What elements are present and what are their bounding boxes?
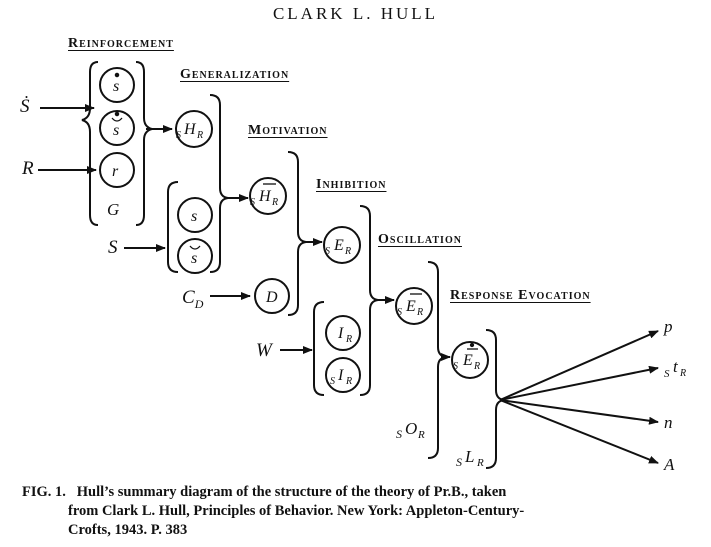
node-s-breve-dot-label: s bbox=[113, 122, 119, 139]
input-cd: CD bbox=[182, 287, 203, 312]
output-str-prefix: S bbox=[664, 368, 670, 380]
side-sor-label: O bbox=[405, 419, 417, 438]
caption-line-1: Hull’s summary diagram of the structure … bbox=[76, 484, 507, 500]
node-ser-bar-circle bbox=[395, 287, 433, 325]
node-sir-label: I bbox=[337, 367, 344, 384]
node-ser-label: E bbox=[333, 237, 344, 254]
node-s-breve-dot-mark bbox=[114, 111, 120, 117]
stage-oscillation: Oscillation bbox=[378, 232, 462, 247]
output-str-subscript: R bbox=[679, 368, 686, 379]
caption-prefix: FIG. 1. bbox=[22, 484, 66, 500]
output-p: p bbox=[663, 317, 673, 336]
caption-line-3: Crofts, 1943. P. 383 bbox=[68, 522, 188, 538]
side-slr-subscript: R bbox=[476, 457, 484, 469]
arrow-to-a bbox=[499, 399, 659, 464]
node-ser-bar-dot-subscript: R bbox=[473, 361, 480, 372]
node-ir-label: I bbox=[337, 325, 344, 342]
brace-motivation bbox=[287, 151, 307, 316]
stage-inhibition: Inhibition bbox=[316, 177, 387, 192]
node-ser-subscript: R bbox=[344, 246, 351, 257]
node-r-circle bbox=[99, 152, 135, 188]
node-ser-bar-prefix: S bbox=[397, 307, 402, 318]
node-ir-circle bbox=[325, 315, 361, 351]
node-ser-bar-subscript: R bbox=[416, 307, 423, 318]
side-sor-subscript: R bbox=[417, 429, 425, 441]
output-n: n bbox=[664, 413, 673, 432]
brace-s-pair-left bbox=[167, 181, 179, 273]
node-ser-bar-dot-mark bbox=[469, 342, 475, 348]
input-g: G bbox=[107, 200, 120, 219]
input-r: R bbox=[22, 158, 34, 179]
page-header: CLARK L. HULL bbox=[272, 4, 439, 23]
brace-reinforcement-right bbox=[135, 61, 153, 226]
node-shr-bar-prefix: S bbox=[250, 197, 255, 208]
node-s-breve-dot-breve bbox=[111, 117, 123, 122]
node-s-breve-dot-circle bbox=[99, 110, 135, 146]
side-slr-label: L bbox=[464, 447, 474, 466]
node-s-dot-label: s bbox=[113, 78, 119, 95]
input-w: W bbox=[256, 340, 272, 361]
node-shr-prefix: S bbox=[176, 130, 181, 141]
node-s-circle bbox=[177, 197, 213, 233]
node-sir-subscript: R bbox=[345, 376, 352, 387]
brace-generalization bbox=[209, 94, 229, 273]
stage-generalization: Generalization bbox=[180, 67, 290, 82]
node-s-dot-circle bbox=[99, 67, 135, 103]
arrow-to-p bbox=[499, 330, 659, 401]
output-str: t bbox=[673, 357, 679, 376]
stage-motivation: Motivation bbox=[248, 123, 328, 138]
input-cd-letter: C bbox=[182, 287, 195, 308]
node-shr-bar-circle bbox=[249, 177, 287, 215]
node-ser-bar-label: E bbox=[405, 298, 416, 315]
node-shr-bar-label: H bbox=[258, 188, 272, 205]
node-d-circle bbox=[254, 278, 290, 314]
node-shr-label: H bbox=[183, 121, 197, 138]
input-s-dot: Ṡ bbox=[20, 96, 30, 117]
side-sor-prefix: S bbox=[396, 427, 402, 441]
node-ser-bar-dot-label: E bbox=[462, 352, 473, 369]
node-s-breve-breve bbox=[189, 245, 201, 250]
input-cd-subscript: D bbox=[194, 296, 204, 311]
node-ser-bar-dot-prefix: S bbox=[453, 361, 458, 372]
figure-caption: FIG. 1. Hull’s summary diagram of the st… bbox=[22, 483, 702, 540]
stage-response-evocation: Response Evocation bbox=[450, 288, 591, 303]
node-ser-prefix: S bbox=[325, 246, 330, 257]
node-ser-circle bbox=[323, 226, 361, 264]
node-d-label: D bbox=[265, 289, 278, 306]
side-slr-prefix: S bbox=[456, 455, 462, 469]
node-s-dot-mark bbox=[114, 72, 120, 78]
arrow-to-str bbox=[499, 365, 659, 401]
input-s: S bbox=[108, 237, 118, 258]
brace-oscillation bbox=[427, 261, 447, 459]
node-ser-bar-dot-circle bbox=[451, 341, 489, 379]
node-s-breve-label: s bbox=[191, 250, 197, 267]
node-shr-circle bbox=[175, 110, 213, 148]
brace-reinforcement-left bbox=[81, 61, 99, 226]
node-shr-subscript: R bbox=[196, 130, 203, 141]
node-ir-subscript: R bbox=[345, 334, 352, 345]
brace-ir-pair-left bbox=[313, 301, 325, 396]
stage-reinforcement: Reinforcement bbox=[68, 36, 174, 51]
output-a: A bbox=[663, 455, 675, 474]
node-sir-circle bbox=[325, 357, 361, 393]
node-r-label: r bbox=[112, 163, 119, 180]
node-s-breve-circle bbox=[177, 238, 213, 274]
node-shr-bar-subscript: R bbox=[271, 197, 278, 208]
caption-line-2: from Clark L. Hull, Principles of Behavi… bbox=[68, 503, 525, 519]
node-sir-prefix: S bbox=[330, 376, 335, 387]
node-s-label: s bbox=[191, 208, 197, 225]
arrow-to-n bbox=[499, 399, 659, 425]
